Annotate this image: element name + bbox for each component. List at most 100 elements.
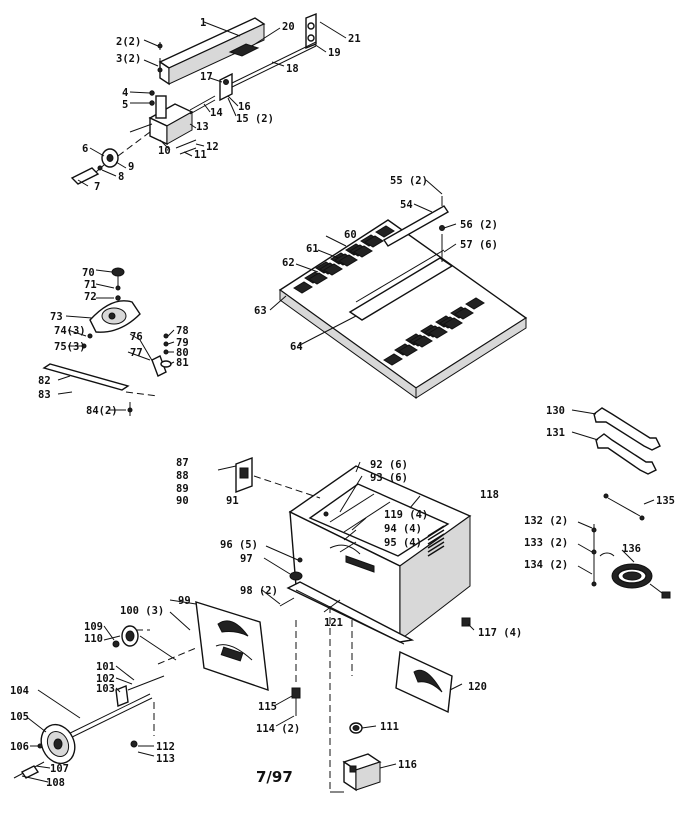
callout-label: 117 (4) xyxy=(478,627,522,639)
callout-label: 57 (6) xyxy=(460,239,498,251)
callout-label: 1 xyxy=(200,17,206,29)
wrench-leaders xyxy=(571,409,655,575)
callout-label: 11 xyxy=(194,149,207,161)
callout-label: 20 xyxy=(282,21,295,33)
callout-label: 91 xyxy=(226,495,239,507)
callout-label: 82 xyxy=(38,375,51,387)
table-top-cell xyxy=(413,335,433,348)
callout-label: 136 xyxy=(622,543,641,555)
callout-label: 83 xyxy=(38,389,51,401)
callout-label: 135 xyxy=(656,495,675,507)
table-top-leaders xyxy=(269,179,457,347)
callout-label: 74(3) xyxy=(54,325,86,337)
base-leaders xyxy=(261,461,475,631)
vent-slot xyxy=(427,541,445,553)
table-top-assembly xyxy=(278,196,528,399)
callout-label: 60 xyxy=(344,229,357,241)
callout-label: 111 xyxy=(380,721,399,733)
table-top-cell xyxy=(383,353,403,366)
callout-label: 120 xyxy=(468,681,487,693)
callout-label: 15 (2) xyxy=(236,113,274,125)
callout-label: 81 xyxy=(176,357,189,369)
callout-label: 131 xyxy=(546,427,565,439)
callout-label: 102 xyxy=(96,673,115,685)
callout-label: 104 xyxy=(10,685,29,697)
callout-label: 73 xyxy=(50,311,63,323)
callout-label: 18 xyxy=(286,63,299,75)
table-top-cell xyxy=(364,235,384,248)
callout-label: 54 xyxy=(400,199,413,211)
callout-label: 88 xyxy=(176,470,189,482)
callout-label: 7 xyxy=(94,181,100,193)
callout-label: 109 xyxy=(84,621,103,633)
callout-label: 13 xyxy=(196,121,209,133)
callout-label: 118 xyxy=(480,489,499,501)
callout-label: 101 xyxy=(96,661,115,673)
callout-label: 112 xyxy=(156,741,175,753)
table-top-cell xyxy=(398,344,418,357)
front-panel-assembly xyxy=(13,601,269,779)
table-top-cell xyxy=(465,297,485,310)
callout-label: 132 (2) xyxy=(524,515,568,527)
table-top-cell xyxy=(323,263,343,276)
callout-label: 100 (3) xyxy=(120,605,164,617)
callout-label: 89 xyxy=(176,483,189,495)
callout-label: 19 xyxy=(328,47,341,59)
callout-label: 9 xyxy=(128,161,134,173)
callout-label: 64 xyxy=(290,341,303,353)
table-top-cell xyxy=(454,307,474,320)
callout-label: 76 xyxy=(130,331,143,343)
callout-label: 95 (4) xyxy=(384,537,422,549)
wrenches-and-cord xyxy=(591,407,671,599)
callout-label: 80 xyxy=(176,347,189,359)
callout-label: 16 xyxy=(238,101,251,113)
callout-label: 2(2) xyxy=(116,36,141,48)
callout-label: 70 xyxy=(82,267,95,279)
diagram-footer-code: 7/97 xyxy=(256,768,293,786)
callout-label: 21 xyxy=(348,33,361,45)
callout-label: 108 xyxy=(46,777,65,789)
base-cabinet-assembly xyxy=(217,456,472,645)
callout-label: 87 xyxy=(176,457,189,469)
callout-label: 77 xyxy=(130,347,143,359)
vent-slot xyxy=(427,525,445,537)
callout-label: 10 xyxy=(158,145,171,157)
callout-label: 4 xyxy=(122,87,128,99)
callout-label: 79 xyxy=(176,337,189,349)
callout-label: 106 xyxy=(10,741,29,753)
callout-label: 114 (2) xyxy=(256,723,300,735)
callout-label: 84(2) xyxy=(86,405,118,417)
table-top-cell xyxy=(293,281,313,294)
callout-label: 72 xyxy=(84,291,97,303)
callout-label: 134 (2) xyxy=(524,559,568,571)
callout-label: 8 xyxy=(118,171,124,183)
callout-label: 92 (6) xyxy=(370,459,408,471)
callout-label: 113 xyxy=(156,753,175,765)
callout-label: 130 xyxy=(546,405,565,417)
vent-slot xyxy=(427,533,445,545)
front-panel-leaders xyxy=(21,599,197,783)
vent-slot xyxy=(427,529,445,541)
callout-label: 98 (2) xyxy=(240,585,278,597)
callout-label: 14 xyxy=(210,107,223,119)
rip-fence-assembly xyxy=(70,12,317,185)
callout-label: 5 xyxy=(122,99,128,111)
callout-label: 56 (2) xyxy=(460,219,498,231)
switch-and-covers xyxy=(291,606,453,793)
callout-label: 90 xyxy=(176,495,189,507)
table-top-cell xyxy=(375,225,395,238)
table-top-cell xyxy=(308,272,328,285)
callout-label: 121 xyxy=(324,617,343,629)
callout-label: 6 xyxy=(82,143,88,155)
callout-label: 94 (4) xyxy=(384,523,422,535)
table-top-cell xyxy=(338,254,358,267)
callout-label: 133 (2) xyxy=(524,537,568,549)
callout-label: 75(3) xyxy=(54,341,86,353)
miter-gauge-leaders xyxy=(57,269,175,411)
rip-fence-leaders xyxy=(77,21,347,187)
callout-label: 3(2) xyxy=(116,53,141,65)
callout-label: 116 xyxy=(398,759,417,771)
